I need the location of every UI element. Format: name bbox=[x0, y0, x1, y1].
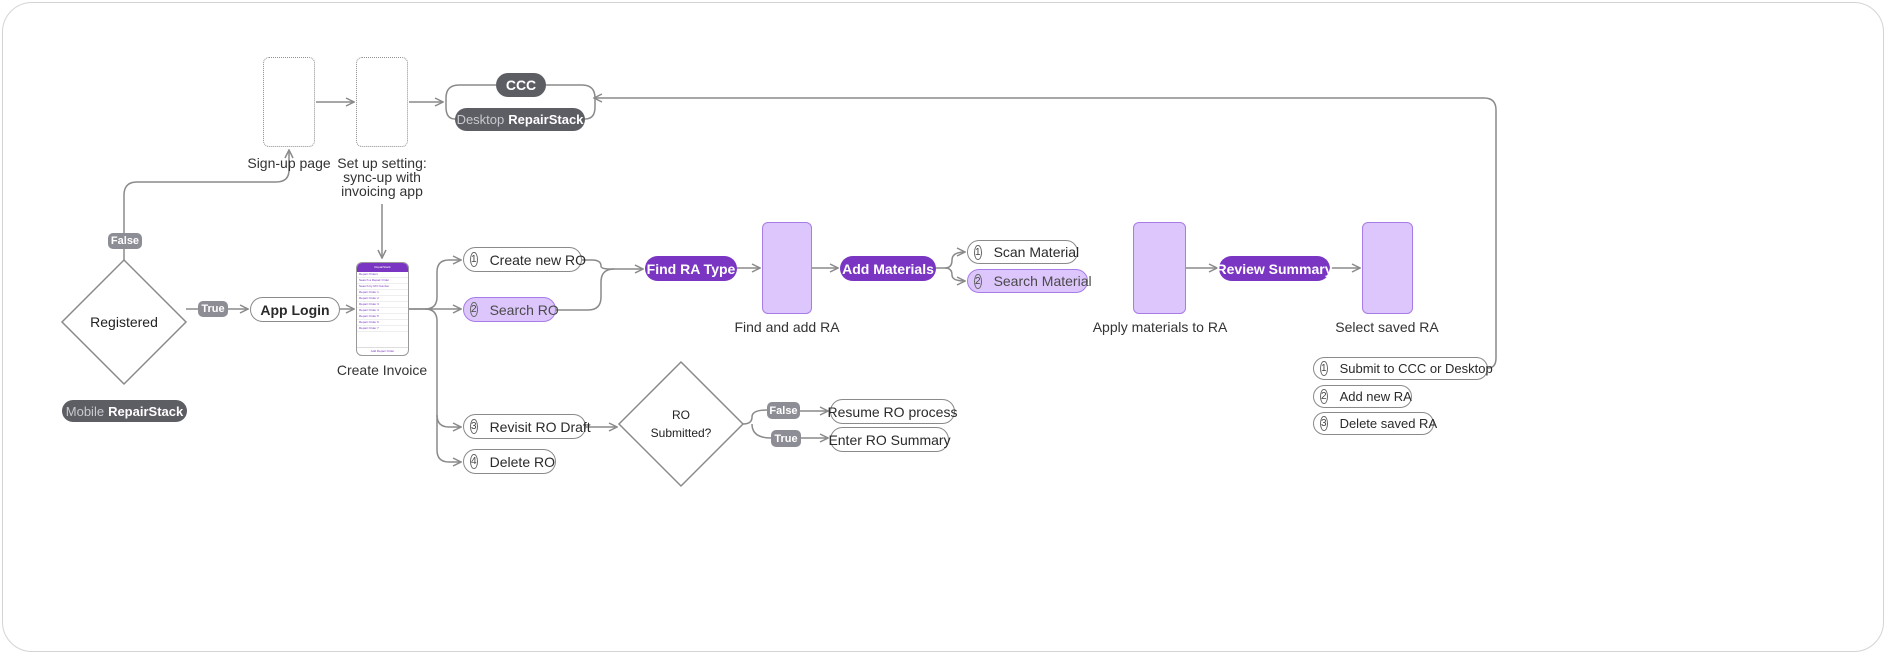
signup-screen-placeholder[interactable] bbox=[263, 57, 315, 147]
option-scan-material[interactable]: 1 Scan Material bbox=[967, 240, 1080, 264]
number-badge: 1 bbox=[1320, 361, 1328, 376]
desktop-name: RepairStack bbox=[508, 112, 584, 127]
phone-footer: Add Repair Order bbox=[357, 347, 408, 355]
select-saved-ra-screen[interactable] bbox=[1362, 222, 1413, 314]
number-badge: 3 bbox=[470, 419, 478, 434]
option-submit[interactable]: 1 Submit to CCC or Desktop bbox=[1313, 357, 1493, 380]
phone-row: Repair Order 6 bbox=[357, 320, 408, 326]
ro-false-tag: False bbox=[767, 402, 800, 419]
phone-row: Repair Orders bbox=[357, 272, 408, 278]
desktop-prefix: Desktop bbox=[456, 112, 505, 127]
option-label: Delete saved RA bbox=[1339, 416, 1438, 431]
number-badge: 2 bbox=[470, 302, 478, 317]
phone-row: Repair Order 4 bbox=[357, 308, 408, 314]
number-badge: 3 bbox=[1320, 416, 1328, 431]
option-search-material[interactable]: 2 Search Material bbox=[967, 269, 1092, 293]
option-label: Search Material bbox=[993, 273, 1092, 289]
phone-row: Repair Order 7 bbox=[357, 326, 408, 332]
registered-label: Registered bbox=[90, 314, 158, 330]
setup-label: Set up setting: sync-up with invoicing a… bbox=[337, 156, 427, 198]
review-summary-node[interactable]: Review Summary bbox=[1217, 256, 1332, 281]
phone-title: RepairStack bbox=[357, 263, 408, 272]
number-badge: 2 bbox=[1320, 389, 1328, 404]
setup-line: Set up setting: bbox=[337, 155, 427, 171]
app-login-node[interactable]: App Login bbox=[250, 297, 340, 322]
option-label: Create new RO bbox=[489, 251, 587, 268]
option-create-new-ro[interactable]: 1 Create new RO bbox=[463, 247, 586, 272]
phone-row: Search by RO Number bbox=[357, 284, 408, 290]
false-tag: False bbox=[108, 233, 142, 249]
enter-ro-summary-node[interactable]: Enter RO Summary bbox=[828, 427, 951, 452]
option-search-ro[interactable]: 2 Search RO bbox=[463, 297, 559, 322]
apply-materials-label: Apply materials to RA bbox=[1092, 319, 1228, 335]
option-label: Scan Material bbox=[993, 244, 1080, 260]
find-add-ra-screen[interactable] bbox=[762, 222, 812, 314]
ro-submitted-label: RO Submitted? bbox=[651, 406, 712, 442]
option-label: Add new RA bbox=[1339, 389, 1412, 404]
setup-line: invoicing app bbox=[341, 183, 423, 199]
phone-row: Repair Order 5 bbox=[357, 314, 408, 320]
option-label: Search RO bbox=[489, 301, 559, 318]
add-materials-node[interactable]: Add Materials bbox=[840, 256, 936, 281]
phone-row: Repair Order 1 bbox=[357, 290, 408, 296]
find-add-ra-label: Find and add RA bbox=[734, 319, 840, 335]
phone-row: Repair Order 3 bbox=[357, 302, 408, 308]
resume-ro-process-node[interactable]: Resume RO process bbox=[828, 399, 957, 424]
select-saved-ra-label: Select saved RA bbox=[1335, 319, 1439, 335]
phone-row: Search a Repair Order bbox=[357, 278, 408, 284]
number-badge: 1 bbox=[470, 252, 478, 267]
option-label: Revisit RO Draft bbox=[489, 418, 591, 435]
ccc-badge: CCC bbox=[496, 73, 546, 97]
signup-label: Sign-up page bbox=[247, 155, 331, 171]
option-label: Submit to CCC or Desktop bbox=[1339, 361, 1493, 376]
platform-prefix: Mobile bbox=[65, 403, 105, 419]
phone-row: Repair Order 2 bbox=[357, 296, 408, 302]
setup-line: sync-up with bbox=[343, 169, 421, 185]
option-label: Delete RO bbox=[489, 453, 555, 470]
platform-name: RepairStack bbox=[108, 403, 184, 419]
find-ra-type-node[interactable]: Find RA Type bbox=[645, 256, 737, 281]
create-invoice-label: Create Invoice bbox=[336, 362, 428, 378]
decision-line: Submitted? bbox=[650, 426, 712, 440]
option-revisit-ro-draft[interactable]: 3 Revisit RO Draft bbox=[463, 414, 591, 439]
ro-submitted-diamond bbox=[617, 360, 745, 488]
number-badge: 2 bbox=[974, 273, 982, 289]
submit-loop bbox=[594, 98, 1497, 369]
option-delete-ro[interactable]: 4 Delete RO bbox=[463, 449, 556, 474]
number-badge: 4 bbox=[470, 454, 478, 469]
number-badge: 1 bbox=[974, 244, 982, 260]
registered-diamond bbox=[60, 258, 188, 386]
option-add-new-ra[interactable]: 2 Add new RA bbox=[1313, 385, 1412, 408]
decision-line: RO bbox=[671, 408, 690, 422]
apply-materials-screen[interactable] bbox=[1133, 222, 1186, 314]
true-tag: True bbox=[198, 301, 228, 317]
setup-screen-placeholder[interactable] bbox=[356, 57, 408, 147]
false-to-signup bbox=[123, 150, 289, 233]
option-delete-saved-ra[interactable]: 3 Delete saved RA bbox=[1313, 412, 1437, 435]
ro-true-tag: True bbox=[771, 430, 801, 447]
create-invoice-phone-mockup[interactable]: RepairStack Repair Orders Search a Repai… bbox=[356, 262, 409, 356]
